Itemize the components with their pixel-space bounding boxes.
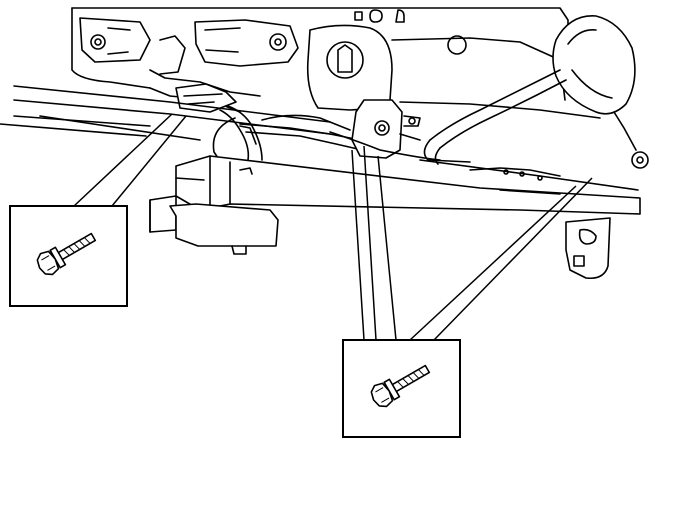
flange-bolt-icon — [370, 364, 431, 408]
flange-bolt-icon — [36, 232, 97, 276]
left-track-bracket — [175, 83, 237, 113]
callout-box-center — [342, 339, 461, 438]
bolt-callout-center — [342, 339, 461, 438]
seat-frame — [71, 7, 601, 119]
rear-mount-bracket — [565, 217, 611, 280]
center-bracket — [351, 99, 421, 159]
bolt-callout-left — [9, 205, 128, 307]
leader-lines — [73, 113, 593, 341]
seat-track-rails — [0, 85, 641, 255]
seat-belt-buckle — [423, 15, 649, 169]
